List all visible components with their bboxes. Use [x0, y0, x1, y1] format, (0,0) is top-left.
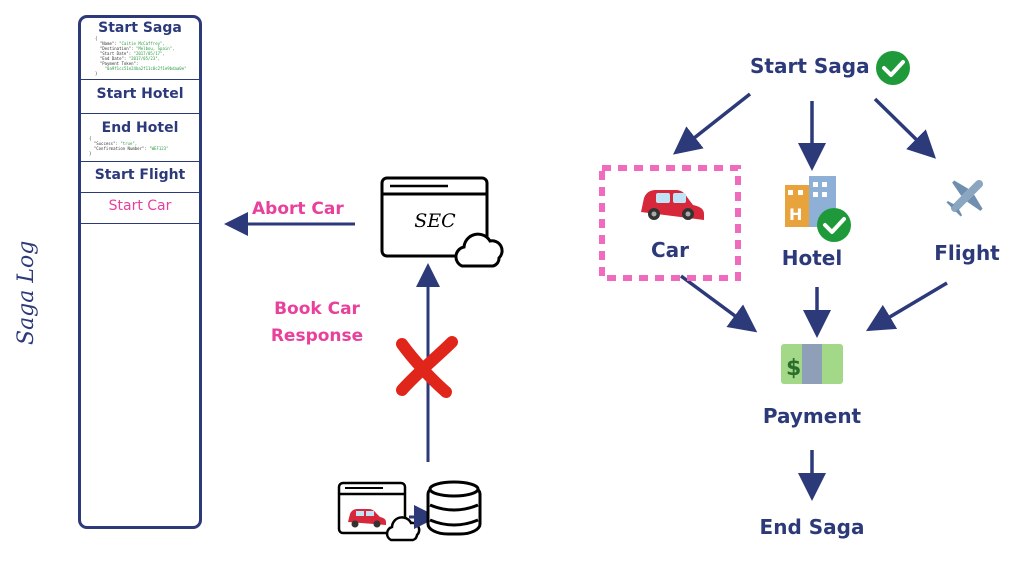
log-entry-label: Start Flight [94, 167, 186, 183]
end-saga-label: End Saga [759, 515, 865, 539]
payload-line: "Payment Token": [95, 61, 139, 66]
failure-x-icon [396, 336, 458, 398]
log-entry-label: Start Car [108, 198, 172, 214]
payload-line: "Name": "Caitie McCaffrey", [95, 41, 165, 46]
payload-line: "Destination": "Melbou, Spain", [95, 46, 175, 51]
start-saga-label: Start Saga [750, 54, 870, 78]
flight-label: Flight [934, 241, 1000, 265]
sec-window-icon [380, 176, 489, 258]
flight-icon [946, 179, 984, 217]
log-entry-start-flight: Start Flight [81, 161, 199, 193]
payload-line: { [95, 36, 98, 41]
car-icon [641, 190, 704, 220]
book-car-response-line1: Book Car [274, 299, 360, 319]
book-car-response-line2: Response [270, 326, 364, 346]
payment-label: Payment [762, 404, 862, 428]
payload-line: "Start Date": "2017/05/17", [95, 51, 165, 56]
arrow-start-car [673, 92, 752, 155]
car-failure-box [599, 165, 741, 281]
payload-line: } [95, 71, 98, 76]
log-entry-label: End Hotel [101, 120, 179, 136]
arrow-flight-payment [865, 281, 948, 332]
start-saga-check-icon [876, 51, 910, 85]
log-entry-label: Start Saga [98, 20, 182, 36]
sec-label: SEC [414, 210, 456, 232]
log-entry-end-hotel: End Hotel { "Success": "true", "Confirma… [81, 113, 199, 162]
car-service-window-icon [337, 481, 407, 535]
database-icon [426, 480, 482, 536]
payload-line: "End Date": "2017/05/23", [95, 56, 161, 61]
log-entry-start-saga: Start Saga { "Name": "Caitie McCaffrey",… [81, 18, 199, 80]
log-entry-label: Start Hotel [96, 86, 184, 102]
svg-text:H: H [789, 205, 802, 224]
abort-car-label: Abort Car [252, 199, 344, 219]
sec-cloud-icon [454, 232, 504, 268]
log-entry-start-car: Start Car [81, 192, 199, 224]
arrow-car-payment [679, 274, 758, 333]
payment-icon: $ [781, 344, 843, 384]
arrow-start-flight [873, 97, 936, 159]
payload-line: "0a9f1cc51e24ba2f11c8c2f1e9bdaa0e" [95, 66, 187, 71]
hotel-label: Hotel [781, 246, 843, 270]
car-service-cloud-icon [385, 516, 421, 542]
car-label: Car [650, 238, 690, 262]
log-entry-start-hotel: Start Hotel [81, 79, 199, 114]
end-hotel-payload: { "Success": "true", "Confirmation Numbe… [89, 136, 169, 156]
start-saga-payload: { "Name": "Caitie McCaffrey", "Destinati… [81, 36, 199, 76]
saga-log: Start Saga { "Name": "Caitie McCaffrey",… [78, 15, 202, 529]
svg-text:$: $ [786, 356, 801, 381]
hotel-check-icon [817, 208, 851, 242]
book-car-response-label: Book Car Response [262, 296, 372, 350]
